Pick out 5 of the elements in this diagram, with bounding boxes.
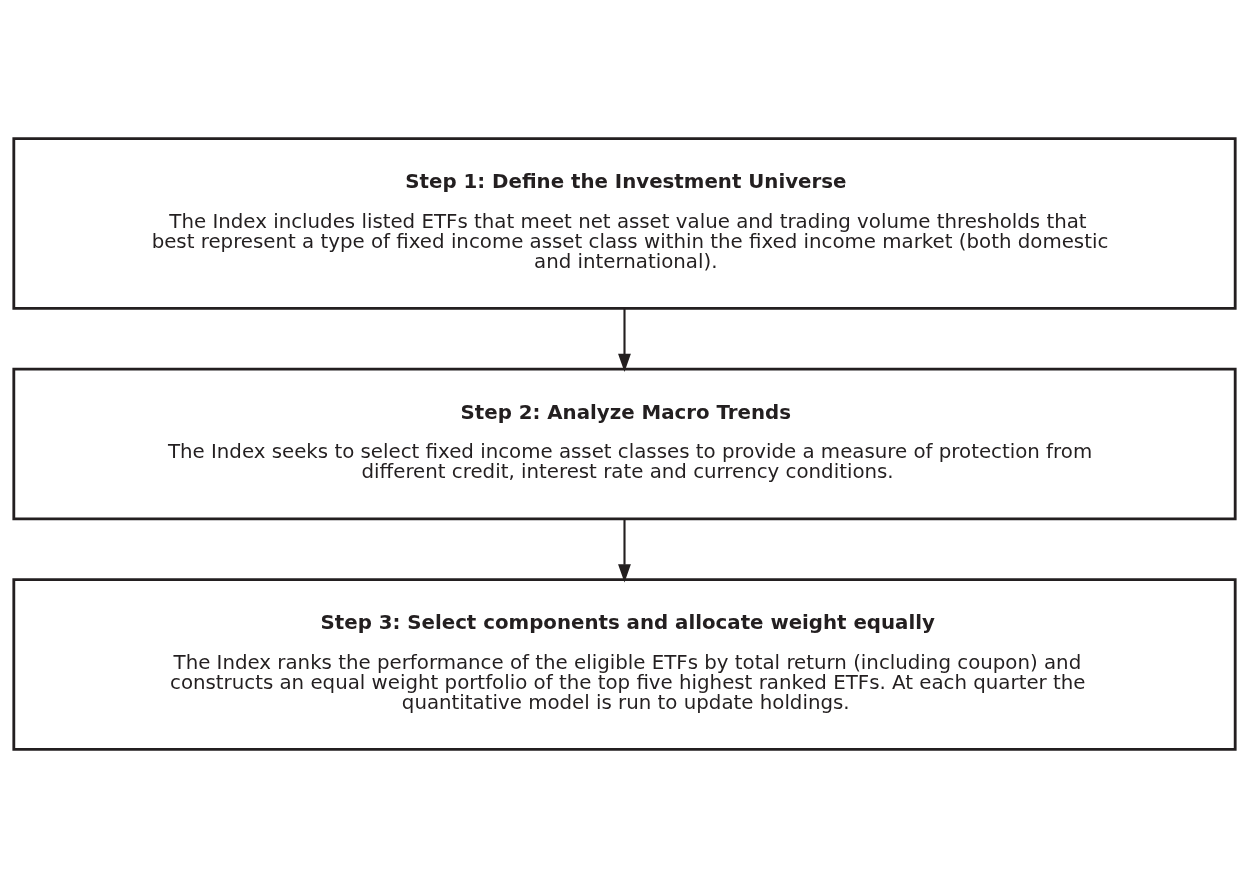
arrow: [618, 519, 631, 583]
node-box: Step 2: Analyze Macro Trends The Index seeks to select fixed income asset classes to provide a measure of protection from different credit, interest rate and currency conditions.: [12, 367, 1237, 521]
arrow: [618, 308, 631, 373]
node-box: Step 3: Select components and allocate weight equally The Index ranks the performance of the eligible ETFs by total return (including coupon) and constructs an equal weight portfolio of the top five highest ranked ETFs. At each quarter the quantitative model is run to update holdings.: [12, 578, 1237, 751]
node-box: Step 1: Define the Investment Universe The Index includes listed ETFs that meet net asset value and trading volume thresholds that best represent a type of fixed income asset class within the fixed income market (both domestic and international).: [12, 137, 1237, 310]
